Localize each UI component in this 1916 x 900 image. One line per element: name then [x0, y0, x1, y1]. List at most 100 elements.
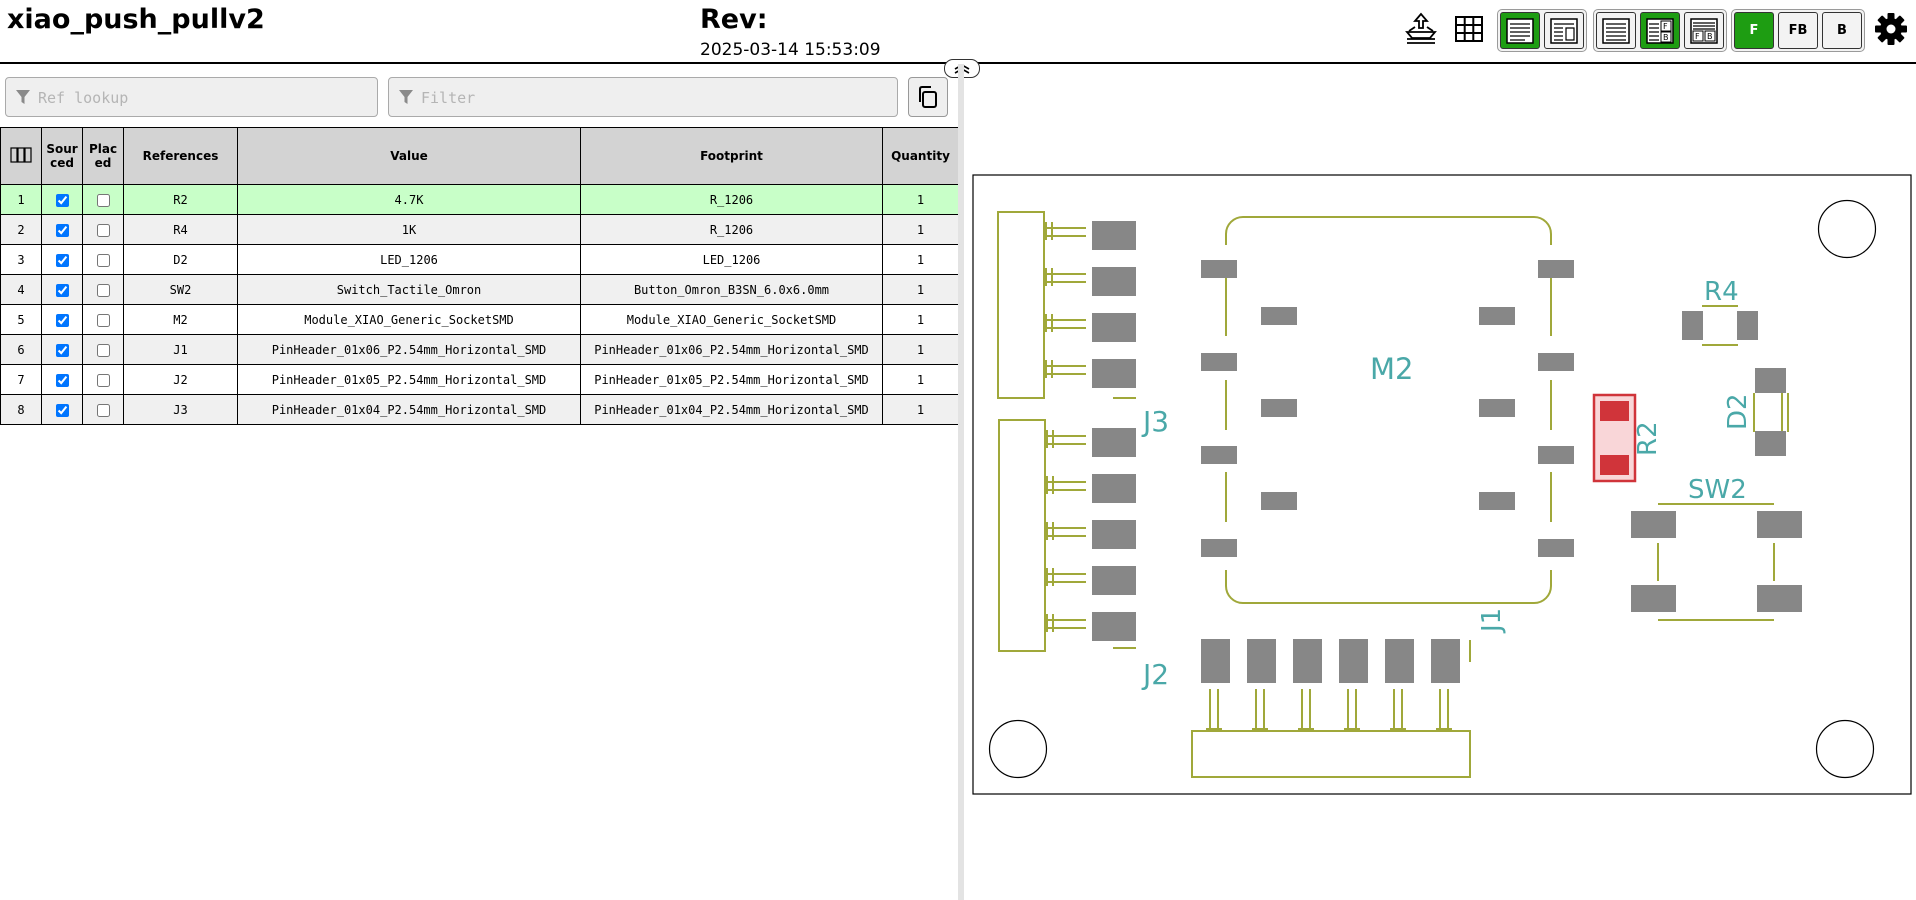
ref-label-j3: J3 [1141, 405, 1169, 438]
footprint-cell: Module_XIAO_Generic_SocketSMD [580, 304, 883, 335]
sourced-checkbox[interactable] [55, 283, 69, 297]
placed-checkbox[interactable] [96, 343, 110, 357]
quantity-cell: 1 [882, 184, 959, 215]
row-number: 6 [0, 334, 42, 365]
table-row[interactable]: 8 J3 PinHeader_01x04_P2.54mm_Horizontal_… [0, 394, 959, 425]
sourced-checkbox[interactable] [55, 313, 69, 327]
bom-left-drawings-right-button[interactable] [1500, 12, 1540, 49]
ref-label-r2: R2 [1633, 421, 1663, 456]
filter-icon [399, 90, 413, 104]
placed-checkbox[interactable] [96, 253, 110, 267]
sourced-checkbox[interactable] [55, 253, 69, 267]
sourced-checkbox[interactable] [55, 343, 69, 357]
sw2-footprint[interactable] [1657, 503, 1775, 621]
table-row[interactable]: 3 D2 LED_1206 LED_1206 1 [0, 244, 959, 275]
value-cell: Module_XIAO_Generic_SocketSMD [237, 304, 581, 335]
sourced-checkbox[interactable] [55, 223, 69, 237]
layer-front-button[interactable]: F [1734, 12, 1774, 49]
ref-lookup-box [5, 77, 378, 118]
j1-footprint[interactable] [1191, 640, 1471, 778]
bom-top-drawings-bottom-button[interactable] [1544, 12, 1584, 49]
bom-top-fb-drawings-icon: F B [1690, 17, 1718, 44]
layer-back-button[interactable]: B [1822, 12, 1862, 49]
placed-cell [82, 364, 124, 395]
table-row[interactable]: 6 J1 PinHeader_01x06_P2.54mm_Horizontal_… [0, 334, 959, 365]
upload-icon[interactable] [1401, 9, 1441, 49]
mounting-hole [1815, 719, 1875, 779]
sourced-cell [41, 334, 83, 365]
ref-label-d2: D2 [1723, 393, 1753, 430]
top-bar: xiao_push_pullv2 Rev: 2025-03-14 15:53:0… [0, 0, 1916, 64]
placed-checkbox[interactable] [96, 373, 110, 387]
grid-icon-graphic [1455, 16, 1483, 42]
r4-footprint[interactable] [1702, 305, 1738, 346]
placed-checkbox[interactable] [96, 283, 110, 297]
filter-input[interactable] [419, 78, 895, 118]
table-row[interactable]: 5 M2 Module_XIAO_Generic_SocketSMD Modul… [0, 304, 959, 335]
row-number: 1 [0, 184, 42, 215]
sourced-checkbox[interactable] [55, 403, 69, 417]
table-row[interactable]: 4 SW2 Switch_Tactile_Omron Button_Omron_… [0, 274, 959, 305]
bom-only-button[interactable] [1596, 12, 1636, 49]
references-cell: J1 [123, 334, 238, 365]
split-gutter[interactable] [958, 64, 964, 900]
row-number: 3 [0, 244, 42, 275]
copy-bom-button[interactable] [908, 77, 948, 117]
header-sourced[interactable]: Sour ced [41, 127, 83, 185]
table-row[interactable]: 2 R4 1K R_1206 1 [0, 214, 959, 245]
mounting-hole [988, 719, 1048, 779]
quantity-cell: 1 [882, 334, 959, 365]
footprint-cell: LED_1206 [580, 244, 883, 275]
references-cell: M2 [123, 304, 238, 335]
bom-left-fb-drawings-icon: F B [1646, 17, 1674, 44]
references-cell: D2 [123, 244, 238, 275]
header-footprint[interactable]: Footprint [580, 127, 883, 185]
header-value[interactable]: Value [237, 127, 581, 185]
j3-footprint[interactable] [997, 211, 1136, 399]
r2-footprint-highlighted[interactable] [1592, 393, 1637, 483]
settings-icon[interactable] [1870, 9, 1912, 49]
footprint-cell: PinHeader_01x05_P2.54mm_Horizontal_SMD [580, 364, 883, 395]
quantity-cell: 1 [882, 244, 959, 275]
columns-icon [10, 146, 32, 163]
row-number: 8 [0, 394, 42, 425]
pcb-canvas[interactable]: M2 J3 J2 R4 SW2 J1 R2 D2 [972, 174, 1912, 795]
filter-box [388, 77, 898, 118]
footprint-cell: PinHeader_01x04_P2.54mm_Horizontal_SMD [580, 394, 883, 425]
sourced-checkbox[interactable] [55, 193, 69, 207]
header-quantity[interactable]: Quantity [882, 127, 959, 185]
placed-cell [82, 244, 124, 275]
placed-checkbox[interactable] [96, 223, 110, 237]
ref-lookup-input[interactable] [36, 78, 375, 118]
row-number: 2 [0, 214, 42, 245]
pads [1092, 221, 1802, 683]
placed-checkbox[interactable] [96, 193, 110, 207]
mounting-hole [1817, 199, 1877, 259]
header-references[interactable]: References [123, 127, 238, 185]
layout-toggle-group [1497, 9, 1587, 52]
header-placed[interactable]: Plac ed [82, 127, 124, 185]
references-cell: R4 [123, 214, 238, 245]
grid-icon[interactable] [1449, 9, 1489, 49]
ref-label-j2: J2 [1141, 658, 1169, 691]
value-cell: PinHeader_01x04_P2.54mm_Horizontal_SMD [237, 394, 581, 425]
placed-checkbox[interactable] [96, 313, 110, 327]
quantity-cell: 1 [882, 214, 959, 245]
sourced-cell [41, 214, 83, 245]
sourced-cell [41, 274, 83, 305]
references-cell: R2 [123, 184, 238, 215]
table-row[interactable]: 1 R2 4.7K R_1206 1 [0, 184, 959, 215]
placed-checkbox[interactable] [96, 403, 110, 417]
sourced-checkbox[interactable] [55, 373, 69, 387]
filter-icon [16, 90, 30, 104]
j2-footprint[interactable] [998, 419, 1136, 652]
bom-left-fb-drawings-button[interactable]: F B [1640, 12, 1680, 49]
column-manager-header[interactable] [0, 127, 42, 185]
table-row[interactable]: 7 J2 PinHeader_01x05_P2.54mm_Horizontal_… [0, 364, 959, 395]
m2-footprint[interactable] [1225, 216, 1552, 604]
d2-footprint[interactable] [1753, 393, 1789, 432]
value-cell: LED_1206 [237, 244, 581, 275]
bom-top-fb-drawings-button[interactable]: F B [1684, 12, 1724, 49]
copy-icon [919, 86, 937, 108]
layer-front-back-button[interactable]: FB [1778, 12, 1818, 49]
